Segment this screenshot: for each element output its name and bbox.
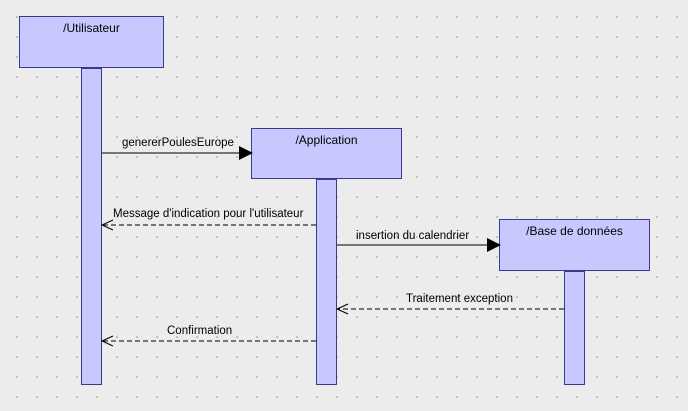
activation-bar-base-de-donnees[interactable] [564, 271, 585, 385]
message-label-message-indication: Message d'indication pour l'utilisateur [113, 208, 304, 220]
message-arrow-confirmation[interactable] [100, 335, 316, 347]
message-arrow-message-indication[interactable] [100, 219, 316, 231]
activation-bar-utilisateur[interactable] [81, 68, 102, 385]
activation-bar-application[interactable] [316, 179, 337, 385]
message-label-insertion-du-calendrier: insertion du calendrier [356, 230, 470, 242]
message-label-traitement-exception: Traitement exception [406, 293, 513, 305]
message-label-confirmation: Confirmation [167, 325, 233, 337]
lifeline-head-base-de-donnees[interactable]: /Base de données [499, 219, 650, 271]
message-arrow-generer-poules-europe[interactable] [102, 146, 253, 160]
message-label-generer-poules-europe: genererPoulesEurope [122, 137, 234, 149]
lifeline-head-utilisateur[interactable]: /Utilisateur [19, 16, 164, 68]
message-arrow-traitement-exception[interactable] [335, 303, 564, 315]
message-arrow-insertion-du-calendrier[interactable] [337, 238, 501, 252]
